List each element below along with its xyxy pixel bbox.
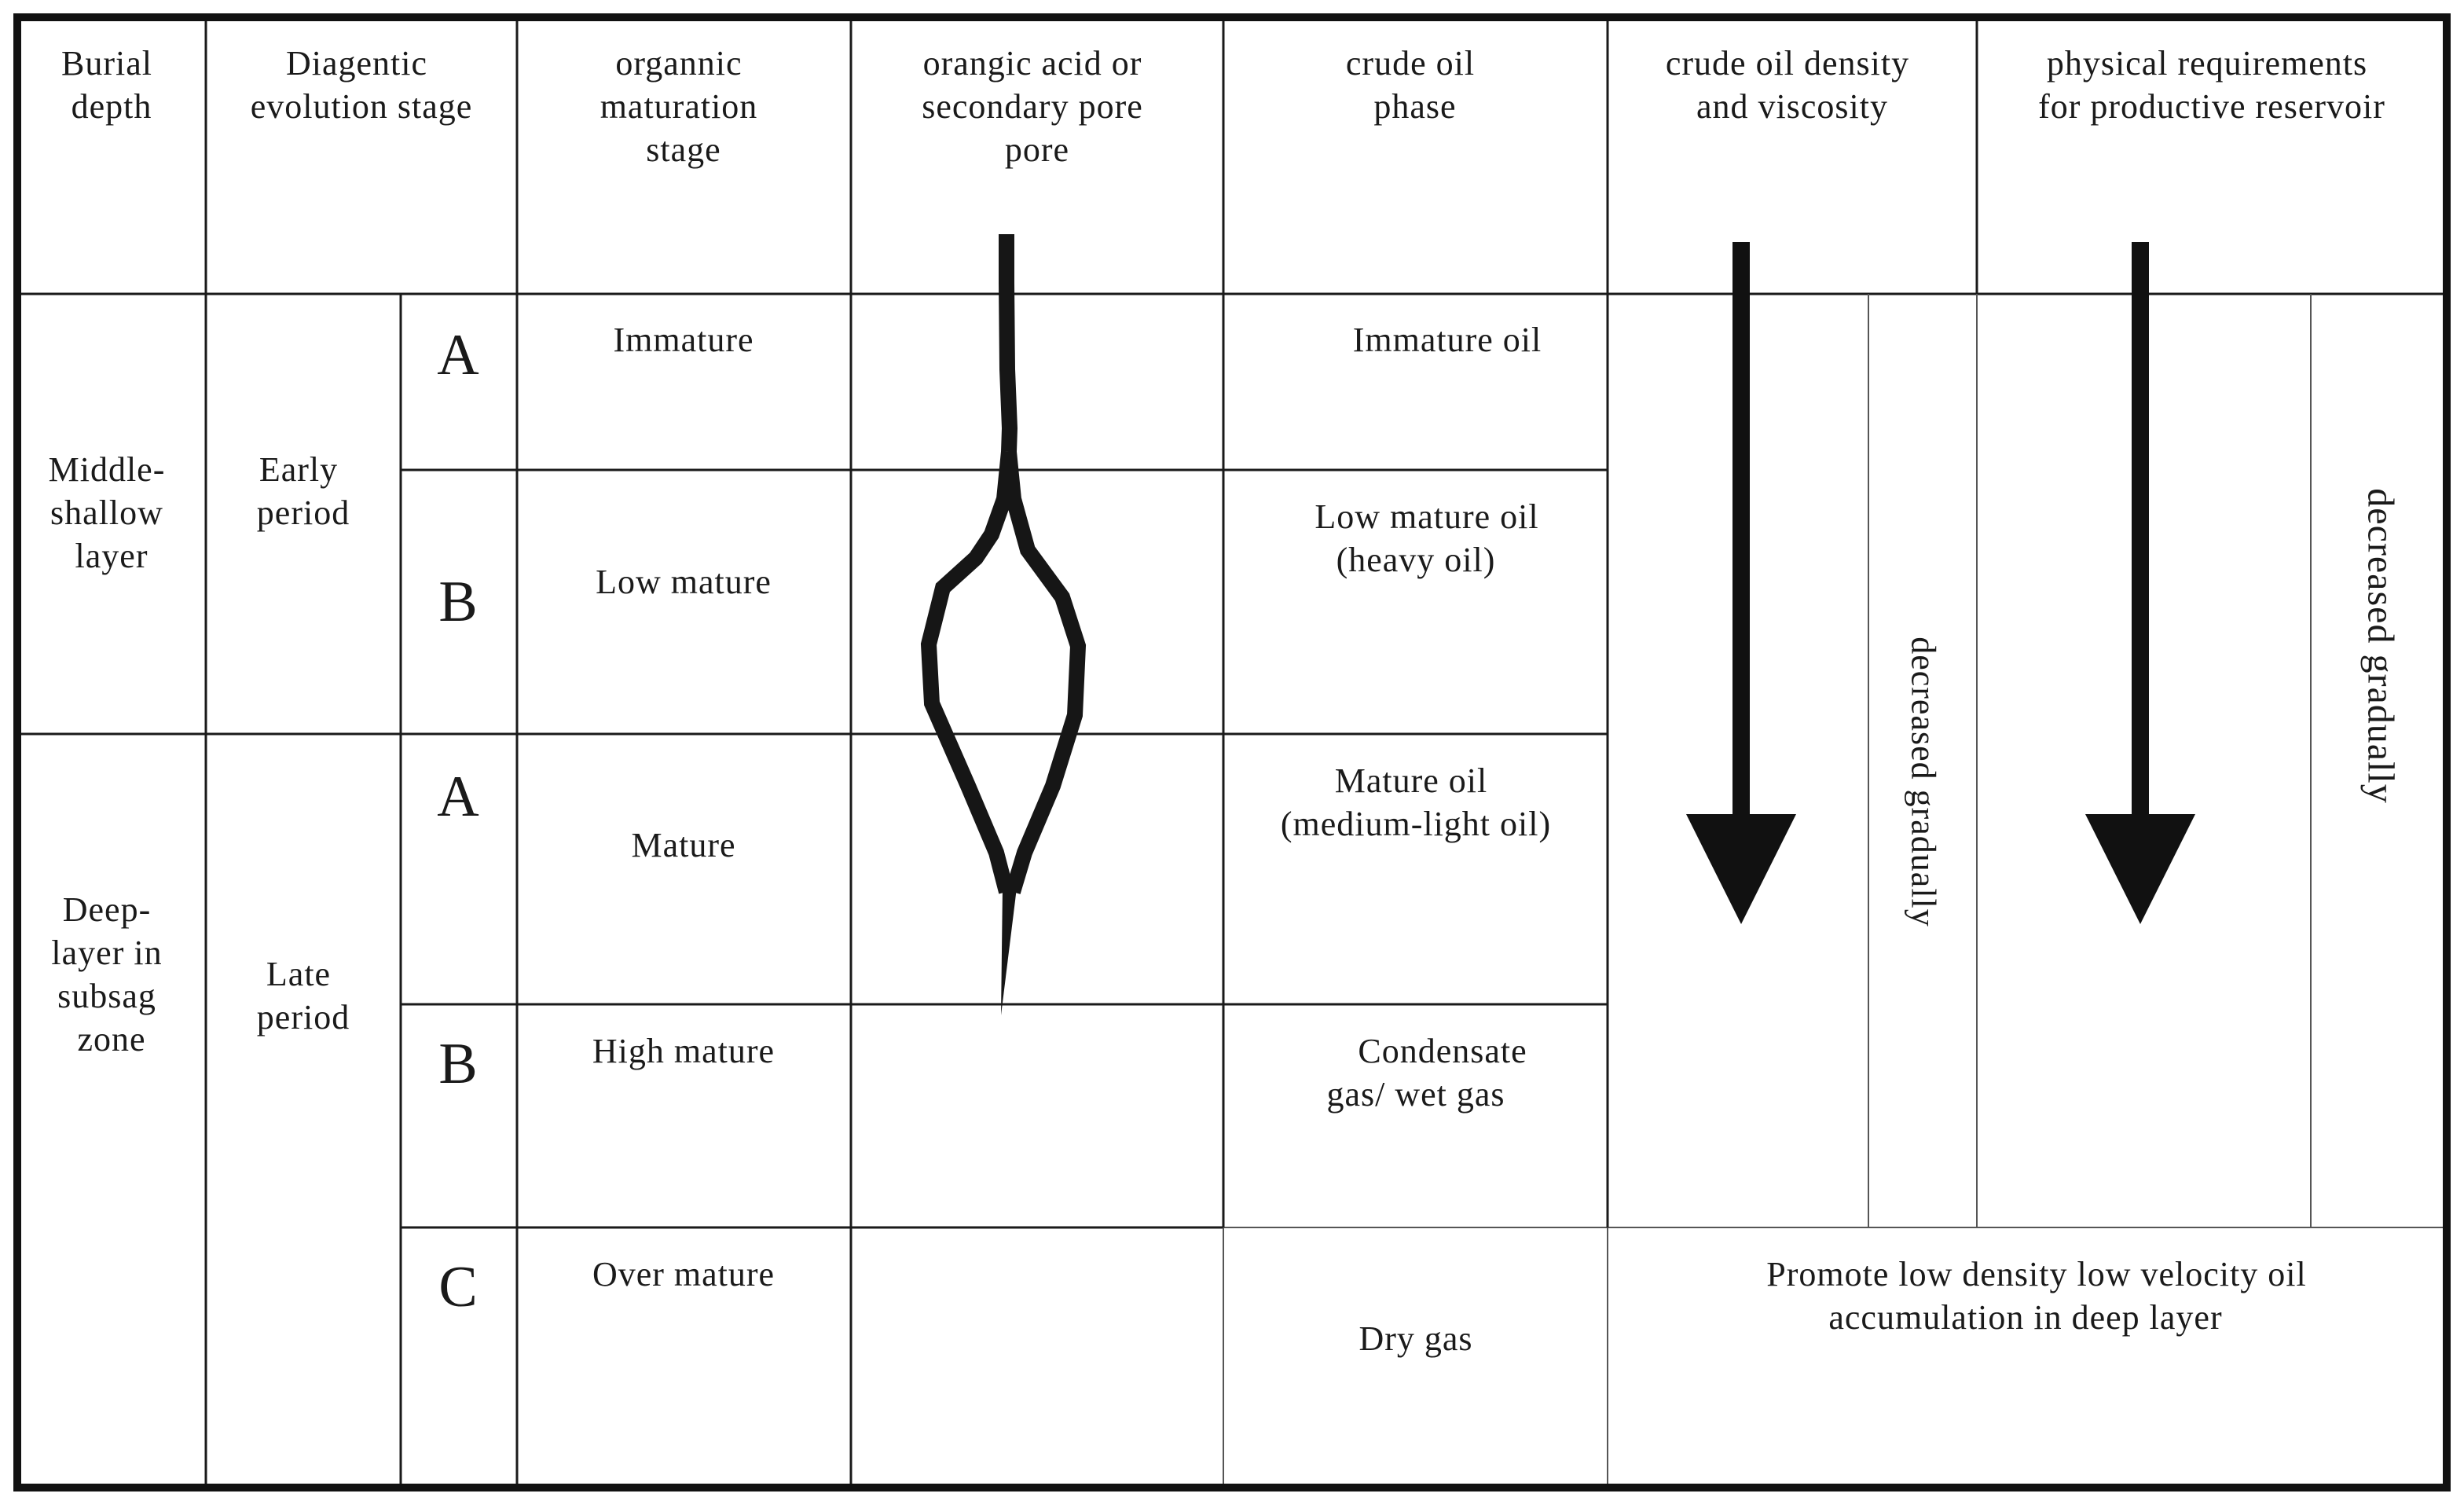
header-physical-requirements: physical requirements for productive res… — [2038, 44, 2385, 126]
header-burial-depth: Burial depth — [61, 44, 162, 126]
physical-arrow-shaft — [2132, 242, 2149, 817]
diagenetic-late-period: Late period — [257, 955, 350, 1037]
substage-early-b: B — [438, 570, 477, 634]
maturation-low-mature: Low mature — [596, 563, 772, 601]
density-trend-label: decreased gradually — [1905, 637, 1943, 927]
substage-column: A B A B C — [437, 323, 478, 1319]
maturation-column: Immature Low mature Mature High mature O… — [592, 321, 775, 1293]
maturation-immature: Immature — [613, 321, 754, 359]
density-arrow-shaft — [1732, 242, 1750, 817]
burial-depth-middle-shallow: Middle- shallow layer — [49, 450, 175, 575]
header-acid-pore: orangic acid or secondary pore pore — [922, 44, 1153, 169]
table-header: Burial depth Diagentic evolution stage o… — [61, 44, 2385, 169]
header-density-viscosity: crude oil density and viscosity — [1666, 44, 1919, 126]
header-oil-phase: crude oil phase — [1346, 44, 1484, 126]
maturation-mature: Mature — [631, 826, 735, 864]
oil-phase-column: Immature oil Low mature oil (heavy oil) … — [1281, 321, 1551, 1358]
oil-phase-immature: Immature oil — [1353, 321, 1542, 359]
acid-pore-evolution-curve — [920, 234, 1087, 1015]
physical-trend-label: decreased gradually — [2360, 488, 2402, 803]
diagenetic-early-period: Early period — [257, 450, 350, 532]
oil-phase-dry-gas: Dry gas — [1358, 1319, 1472, 1358]
maturation-high-mature: High mature — [592, 1032, 775, 1070]
density-trend: decreased gradually — [1686, 242, 1943, 927]
header-organic-maturation: organnic maturation stage — [600, 44, 768, 169]
header-diagenetic-stage: Diagentic evolution stage — [251, 44, 473, 126]
substage-late-a: A — [437, 765, 478, 829]
burial-depth-deep-subsag: Deep- layer in subsag zone — [51, 890, 171, 1059]
oil-phase-low-mature: Low mature oil (heavy oil) — [1314, 497, 1548, 579]
substage-late-b: B — [438, 1032, 477, 1096]
density-arrow-head-icon — [1686, 814, 1796, 924]
substage-late-c: C — [438, 1255, 477, 1319]
conclusion-text: Promote low density low velocity oil acc… — [1766, 1255, 2316, 1337]
physical-trend: decreased gradually — [2085, 242, 2402, 924]
oil-phase-mature: Mature oil (medium-light oil) — [1281, 761, 1551, 843]
oil-phase-condensate: Condensate gas/ wet gas — [1326, 1032, 1536, 1114]
table-grid — [13, 13, 2451, 1491]
substage-early-a: A — [437, 323, 478, 387]
maturation-over-mature: Over mature — [592, 1255, 775, 1293]
physical-arrow-head-icon — [2085, 814, 2195, 924]
